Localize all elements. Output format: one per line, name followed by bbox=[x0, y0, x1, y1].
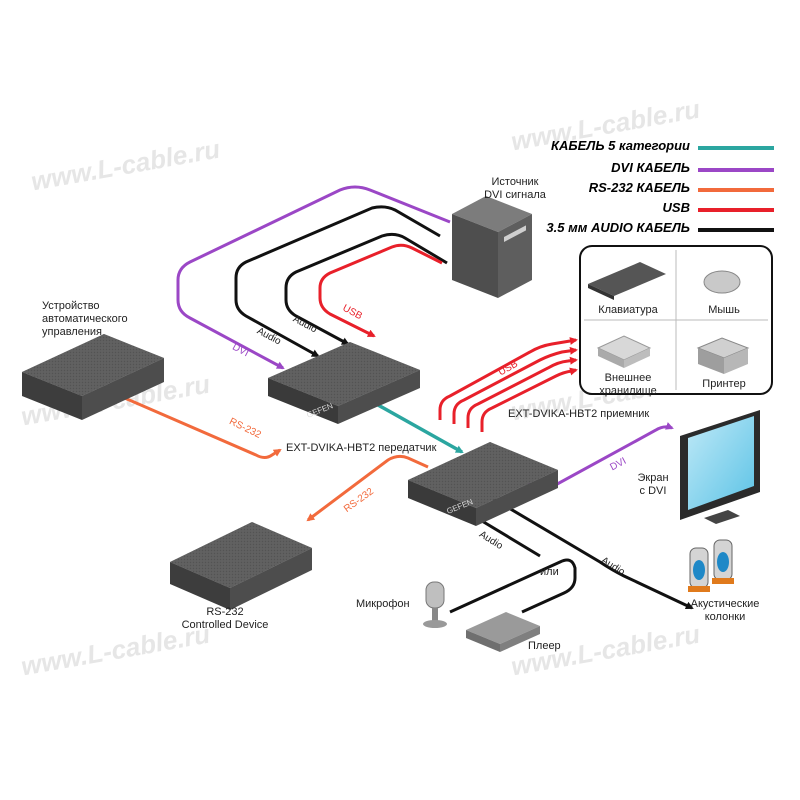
legend-label-dvi: DVI КАБЕЛЬ bbox=[611, 160, 690, 175]
microphone bbox=[423, 581, 447, 628]
speakers-label: Акустические колонки bbox=[680, 598, 770, 624]
display-label-line1: Экран bbox=[637, 472, 669, 484]
audio-cable-mic bbox=[449, 558, 577, 614]
mouse-label: Мышь bbox=[708, 304, 740, 316]
source-label-line2: DVI сигнала bbox=[484, 189, 546, 201]
source-label: Источник DVI сигнала bbox=[470, 176, 560, 202]
storage-label-line2: хранилище bbox=[599, 385, 657, 397]
storage-label: Внешнее хранилище bbox=[588, 372, 668, 398]
keyboard-label: Клавиатура bbox=[598, 304, 658, 316]
automation-label: Устройство автоматического управления bbox=[42, 300, 128, 339]
legend-swatch-audio bbox=[698, 228, 774, 232]
or-label: или bbox=[540, 566, 559, 578]
transmitter-device bbox=[268, 342, 420, 424]
usb-cable-source bbox=[318, 243, 443, 338]
printer-label: Принтер bbox=[702, 378, 746, 390]
player bbox=[466, 612, 540, 652]
usb-cable-out-4 bbox=[480, 367, 578, 432]
storage-label-line1: Внешнее bbox=[604, 372, 652, 384]
legend-swatch-rs232 bbox=[698, 188, 774, 192]
source-label-line1: Источник bbox=[491, 176, 539, 188]
usb-cable-out-2 bbox=[452, 346, 578, 424]
display-screen bbox=[680, 410, 760, 524]
speakers bbox=[688, 539, 734, 592]
legend-label-rs232: RS-232 КАБЕЛЬ bbox=[588, 180, 690, 195]
display-label-line2: с DVI bbox=[639, 485, 667, 497]
legend-label-cat5: КАБЕЛЬ 5 категории bbox=[551, 138, 690, 153]
audio-cable-source-1 bbox=[234, 205, 441, 358]
display-label: Экран с DVI bbox=[628, 472, 678, 498]
microphone-label: Микрофон bbox=[356, 598, 410, 610]
automation-label-line2: автоматического bbox=[42, 313, 128, 325]
speakers-label-line2: колонки bbox=[704, 611, 746, 623]
automation-device bbox=[22, 334, 164, 420]
automation-label-line3: управления bbox=[42, 326, 102, 338]
legend-swatch-usb bbox=[698, 208, 774, 212]
receiver-device bbox=[408, 442, 558, 526]
rs232-cable-right bbox=[306, 454, 429, 522]
speakers-label-line1: Акустические bbox=[690, 598, 760, 610]
source-pc bbox=[452, 196, 532, 298]
rs232-device-label-line1: RS-232 bbox=[206, 606, 244, 618]
rs232-cable-left bbox=[109, 390, 282, 459]
usb-cable-out-1 bbox=[438, 337, 578, 420]
dvi-cable-source bbox=[176, 185, 451, 370]
legend-swatch-cat5 bbox=[698, 146, 774, 150]
audio-cable-source-2 bbox=[284, 232, 448, 346]
usb-devices-panel bbox=[579, 245, 773, 395]
legend-swatch-dvi bbox=[698, 168, 774, 172]
rs232-device bbox=[170, 522, 312, 610]
audio-cable-speakers bbox=[491, 496, 694, 610]
transmitter-label: EXT-DVIKA-HBT2 передатчик bbox=[286, 442, 437, 454]
rs232-device-label: RS-232 Controlled Device bbox=[180, 606, 270, 632]
usb-cable-out-3 bbox=[466, 356, 578, 428]
rs232-device-label-line2: Controlled Device bbox=[181, 619, 269, 631]
player-label: Плеер bbox=[528, 640, 561, 652]
automation-label-line1: Устройство bbox=[42, 300, 100, 312]
legend-label-usb: USB bbox=[662, 200, 690, 215]
receiver-label: EXT-DVIKA-HBT2 приемник bbox=[508, 408, 650, 420]
legend-label-audio: 3.5 мм AUDIO КАБЕЛЬ bbox=[546, 220, 690, 235]
